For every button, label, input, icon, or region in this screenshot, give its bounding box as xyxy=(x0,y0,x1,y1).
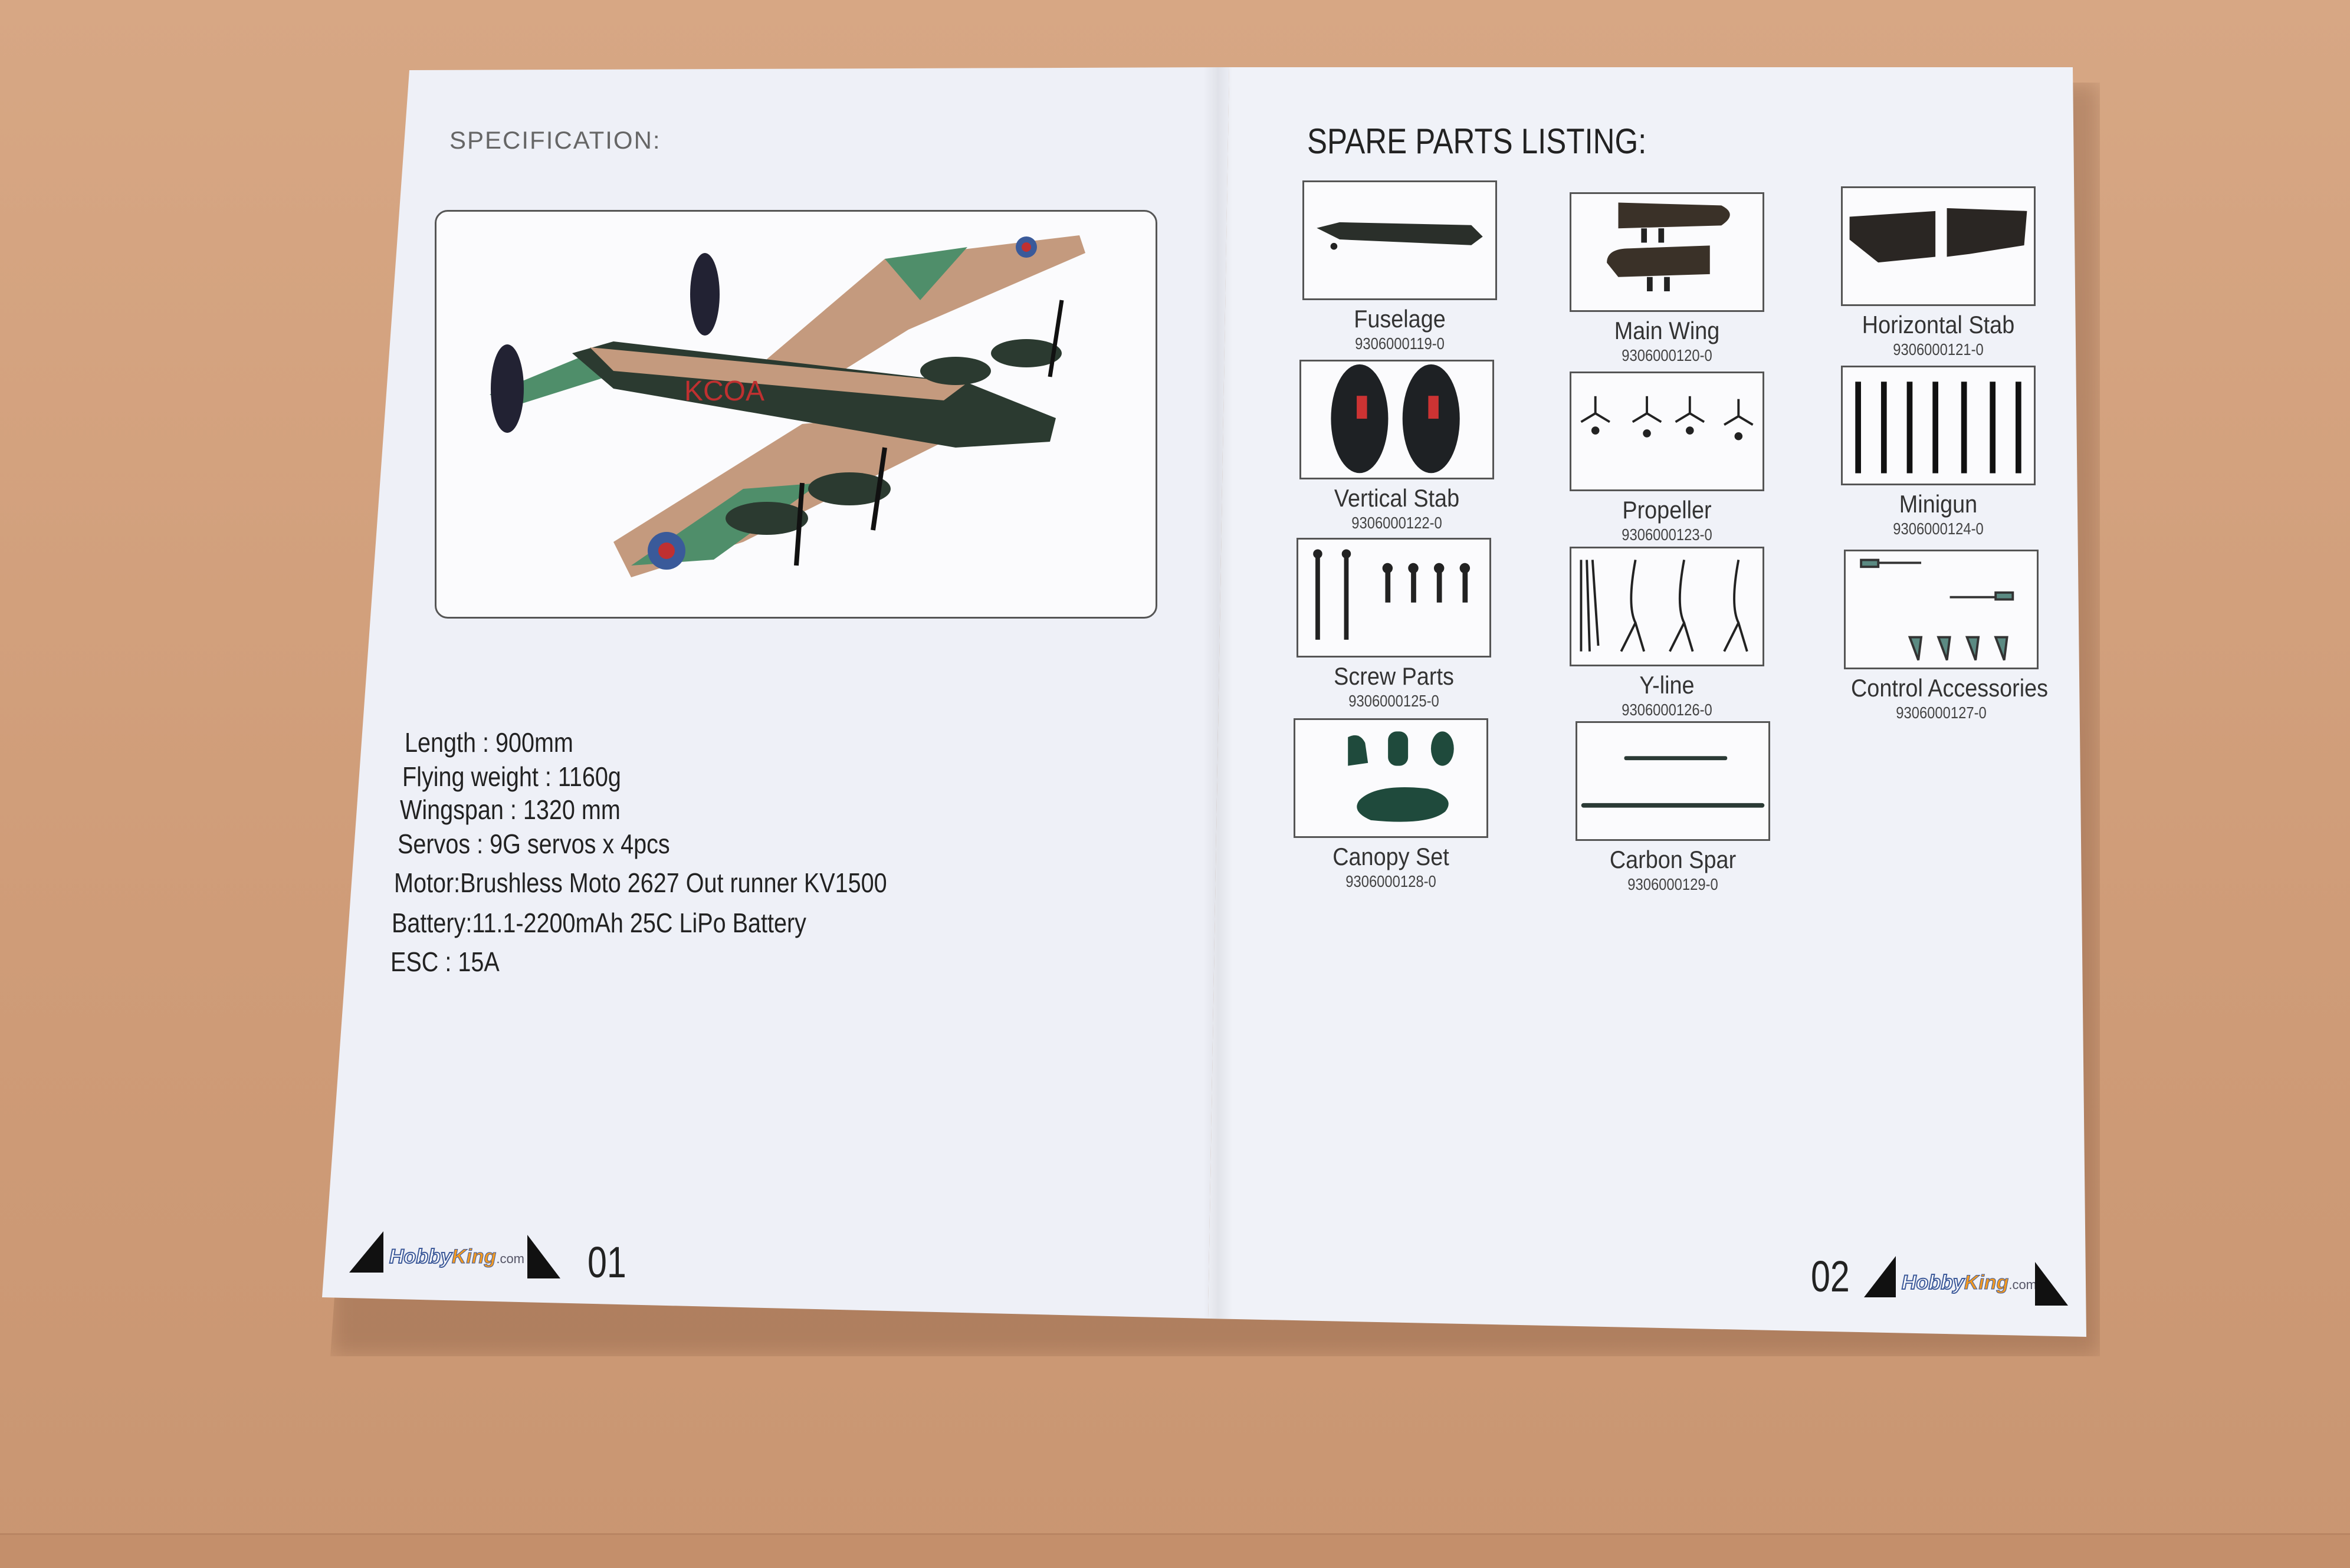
part-number: 9306000125-0 xyxy=(1348,692,1439,710)
page-number-left: 01 xyxy=(588,1238,626,1287)
triangle-right-icon xyxy=(2035,1262,2068,1306)
lancaster-plane-image: KCOA xyxy=(490,235,1085,577)
part-name: Horizontal Stab xyxy=(1862,311,2015,338)
spec-battery: Battery:11.1-2200mAh 25C LiPo Battery xyxy=(392,908,806,938)
part-image-frame xyxy=(1299,360,1494,479)
part-image-frame xyxy=(1841,186,2036,306)
part-name: Control Accessories xyxy=(1851,674,2049,702)
main-wing-icon xyxy=(1607,202,1730,291)
part-image-frame xyxy=(1297,538,1491,658)
horizontal-stab-icon xyxy=(1849,208,2027,263)
part-item-carbon-spar: Carbon Spar 9306000129-0 xyxy=(1573,721,1773,894)
part-name: Main Wing xyxy=(1614,317,1720,344)
propeller-icon xyxy=(1580,396,1754,441)
part-image-frame xyxy=(1570,372,1764,491)
part-number: 9306000127-0 xyxy=(1896,704,1987,722)
specification-title: SPECIFICATION: xyxy=(449,126,661,154)
spec-servos: Servos : 9G servos x 4pcs xyxy=(398,829,670,859)
part-number: 9306000124-0 xyxy=(1893,520,1984,538)
part-number: 9306000122-0 xyxy=(1351,514,1442,532)
part-image-frame xyxy=(1570,547,1764,666)
y-cable-icon xyxy=(1580,560,1748,652)
carbon-spar-icon xyxy=(1581,756,1765,808)
part-number: 9306000120-0 xyxy=(1622,346,1712,364)
spec-length: Length : 900mm xyxy=(405,727,573,758)
part-item-control-accessories: Control Accessories 9306000127-0 xyxy=(1841,550,2049,722)
part-item-y-cable: Y-line 9306000126-0 xyxy=(1567,547,1767,719)
part-image-frame xyxy=(1841,366,2036,485)
plane-image-frame: KCOA xyxy=(435,210,1157,619)
part-image-frame xyxy=(1570,192,1764,312)
triangle-left-icon xyxy=(349,1231,383,1273)
part-image-frame xyxy=(1302,180,1497,300)
spare-parts-title: SPARE PARTS LISTING: xyxy=(1307,121,1647,161)
part-item-vertical-stab: Vertical Stab 9306000122-0 xyxy=(1297,360,1497,532)
part-item-horizontal-stab: Horizontal Stab 9306000121-0 xyxy=(1838,186,2039,359)
part-item-minigun: Minigun 9306000124-0 xyxy=(1838,366,2039,538)
vertical-stab-icon xyxy=(1331,364,1460,474)
part-name: Carbon Spar xyxy=(1609,846,1737,873)
triangle-right-icon xyxy=(527,1235,560,1278)
minigun-icon xyxy=(1855,382,2021,474)
part-item-main-wing: Main Wing 9306000120-0 xyxy=(1567,192,1767,365)
part-number: 9306000126-0 xyxy=(1622,701,1712,719)
control-accessories-icon xyxy=(1860,558,2014,661)
part-name: Propeller xyxy=(1622,496,1712,524)
canopy-icon xyxy=(1348,731,1454,822)
plane-markings: KCOA xyxy=(684,376,764,407)
spec-wingspan: Wingspan : 1320 mm xyxy=(400,794,621,825)
part-name: Y-line xyxy=(1639,671,1695,699)
part-number: 9306000128-0 xyxy=(1345,872,1436,890)
part-name: Fuselage xyxy=(1354,305,1446,333)
part-image-frame xyxy=(1844,550,2039,669)
part-image-frame xyxy=(1294,718,1488,838)
part-name: Screw Parts xyxy=(1334,662,1454,690)
part-name: Canopy Set xyxy=(1332,843,1449,870)
part-number: 9306000123-0 xyxy=(1622,525,1712,544)
spec-flying-weight: Flying weight : 1160g xyxy=(402,761,621,792)
screws-icon xyxy=(1313,549,1471,640)
spec-esc: ESC : 15A xyxy=(390,946,500,977)
hobbyking-logo: HobbyKing.com xyxy=(1901,1271,2037,1294)
part-image-frame xyxy=(1576,721,1770,841)
part-name: Minigun xyxy=(1899,490,1978,518)
triangle-left-icon xyxy=(1864,1256,1896,1297)
page-number-right: 02 xyxy=(1811,1252,1850,1301)
part-item-canopy: Canopy Set 9306000128-0 xyxy=(1291,718,1491,891)
booklet-gutter xyxy=(1203,67,1233,1319)
part-item-screws: Screw Parts 9306000125-0 xyxy=(1294,538,1494,711)
spec-motor: Motor:Brushless Moto 2627 Out runner KV1… xyxy=(394,867,887,898)
part-number: 9306000121-0 xyxy=(1893,340,1984,359)
part-number: 9306000119-0 xyxy=(1355,334,1445,353)
part-number: 9306000129-0 xyxy=(1627,875,1718,893)
cardboard-flap xyxy=(0,1533,2350,1568)
part-name: Vertical Stab xyxy=(1334,484,1460,512)
hobbyking-logo: HobbyKing.com xyxy=(389,1245,525,1268)
fuselage-icon xyxy=(1317,222,1483,250)
